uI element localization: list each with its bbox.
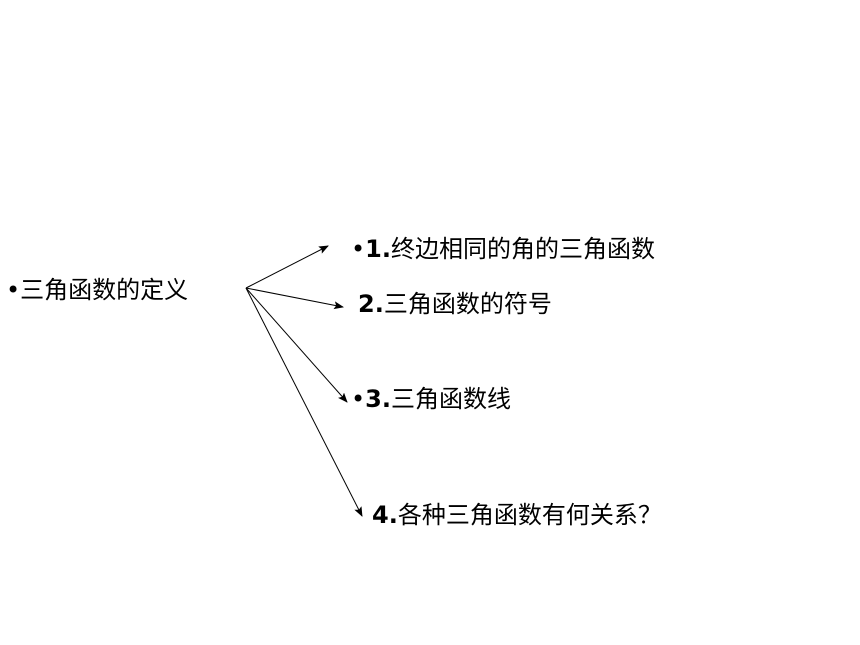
arrow-to-item-1	[245, 245, 329, 289]
arrow-to-item-4	[245, 287, 363, 517]
arrow-to-item-2	[245, 287, 344, 310]
branch-item-4: 4.各种三角函数有何关系？	[372, 500, 662, 530]
arrow-to-item-3	[245, 287, 348, 403]
item-2-number: 2.	[358, 290, 384, 318]
item-3-number: 3.	[365, 385, 391, 413]
root-topic: •三角函数的定义	[6, 275, 188, 305]
item-3-bullet: •	[351, 385, 366, 413]
item-2-label: 三角函数的符号	[383, 290, 552, 318]
root-bullet: •	[6, 276, 21, 304]
branch-item-1: •1.终边相同的角的三角函数	[351, 234, 655, 264]
item-1-bullet: •	[351, 235, 366, 263]
item-1-label: 终边相同的角的三角函数	[390, 235, 655, 263]
item-1-number: 1.	[365, 235, 391, 263]
branch-item-3: •3.三角函数线	[351, 384, 511, 414]
item-4-label: 各种三角函数有何关系？	[397, 501, 662, 529]
item-4-number: 4.	[372, 501, 398, 529]
branch-item-2: 2.三角函数的符号	[358, 289, 552, 319]
item-3-label: 三角函数线	[390, 385, 511, 413]
root-label: 三角函数的定义	[20, 276, 189, 304]
